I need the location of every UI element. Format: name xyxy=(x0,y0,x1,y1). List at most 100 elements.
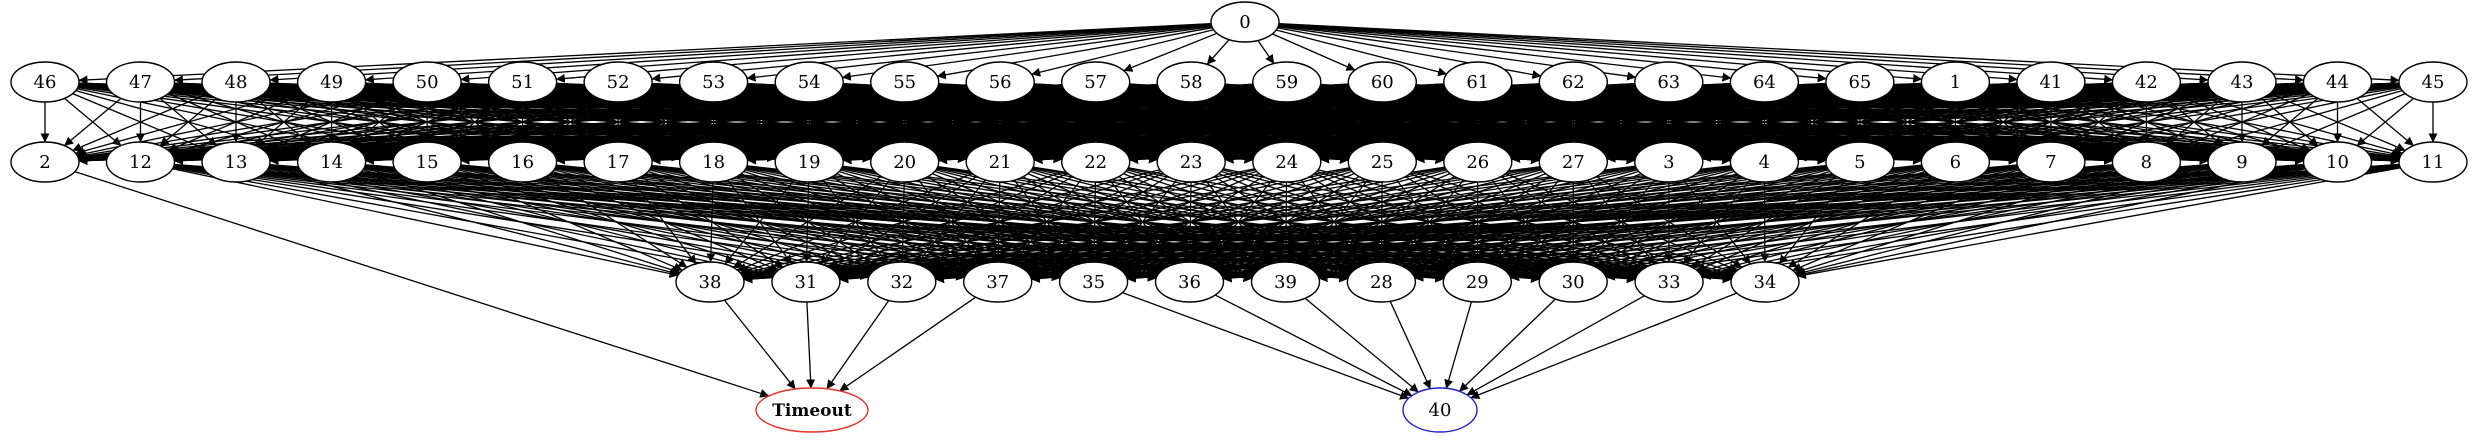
node-shape xyxy=(1154,261,1225,303)
node-51: 51 xyxy=(487,61,558,103)
edge-45-to-10 xyxy=(2356,97,2414,147)
node-label: 34 xyxy=(1754,272,1777,293)
node-label: 4 xyxy=(1759,152,1770,173)
node-shape xyxy=(1920,141,1991,183)
edge-11-to-33 xyxy=(1701,166,2401,280)
node-shape xyxy=(774,141,844,183)
edge-45-to-21 xyxy=(1033,83,2400,165)
node-label: 40 xyxy=(1429,400,1452,421)
node-31: 31 xyxy=(771,261,841,303)
node-65: 65 xyxy=(1825,61,1895,103)
node-label: 14 xyxy=(320,152,343,173)
node-label: 16 xyxy=(511,152,534,173)
node-26: 26 xyxy=(1443,141,1513,183)
node-53: 53 xyxy=(678,61,749,103)
edge-4-to-38 xyxy=(742,165,1732,282)
edge-61-to-2 xyxy=(78,83,1445,165)
node-label: 17 xyxy=(607,152,630,173)
edge-0-to-59 xyxy=(1257,40,1275,64)
edge-20-to-38 xyxy=(733,175,882,269)
node-shape xyxy=(2302,61,2373,103)
node-42: 42 xyxy=(2111,61,2182,103)
node-shape xyxy=(1729,141,1800,183)
edge-11-to-39 xyxy=(1318,164,2400,283)
node-28: 28 xyxy=(1346,261,1417,303)
node-label: 21 xyxy=(989,152,1012,173)
node-shape xyxy=(1250,261,1321,303)
node-41: 41 xyxy=(2016,61,2086,103)
node-label: 35 xyxy=(1082,272,1105,293)
edge-11-to-35 xyxy=(1126,164,2400,283)
node-label: 37 xyxy=(986,272,1009,293)
node-14: 14 xyxy=(296,141,367,183)
node-5: 5 xyxy=(1825,141,1895,183)
node-shape xyxy=(105,61,176,103)
node-shape xyxy=(1442,261,1513,303)
node-label: 49 xyxy=(320,72,343,93)
node-61: 61 xyxy=(1443,61,1513,103)
node-1: 1 xyxy=(1920,61,1991,103)
node-label: 64 xyxy=(1753,72,1776,93)
node-label: Timeout xyxy=(772,401,852,421)
node-57: 57 xyxy=(1060,61,1131,103)
node-label: 38 xyxy=(699,272,722,293)
edge-45-to-22 xyxy=(1129,83,2400,164)
node-34: 34 xyxy=(1730,261,1800,303)
node-label: 45 xyxy=(2422,72,2445,93)
node-shape xyxy=(10,141,80,183)
node-shape xyxy=(1210,1,1280,43)
edge-0-to-65 xyxy=(1278,24,1827,83)
edge-13-to-38 xyxy=(267,169,680,277)
node-50: 50 xyxy=(392,61,462,103)
node-shape xyxy=(1347,61,1418,103)
node-shape xyxy=(10,61,80,103)
edge-0-to-60 xyxy=(1272,33,1356,71)
node-label: 22 xyxy=(1084,152,1107,173)
node-shape xyxy=(678,141,749,183)
node-shape xyxy=(1634,261,1704,303)
node-label: 20 xyxy=(893,152,916,173)
edge-55-to-2 xyxy=(78,84,872,163)
node-63: 63 xyxy=(1634,61,1704,103)
node-shape xyxy=(487,141,558,183)
edge-11-to-30 xyxy=(1605,165,2400,281)
node-label: 59 xyxy=(1275,72,1298,93)
node-shape xyxy=(1347,141,1418,183)
node-46: 46 xyxy=(10,61,80,103)
node-label: 53 xyxy=(702,72,725,93)
node-label: 58 xyxy=(1180,72,1203,93)
edge-47-to-2 xyxy=(64,97,122,147)
node-33: 33 xyxy=(1634,261,1704,303)
node-shape xyxy=(1825,141,1895,183)
node-shape xyxy=(1443,141,1513,183)
node-label: 23 xyxy=(1180,152,1203,173)
node-label: 42 xyxy=(2135,72,2158,93)
edge-0-to-58 xyxy=(1206,39,1230,65)
edge-10-to-38 xyxy=(743,163,2304,284)
edge-33-to-40 xyxy=(1466,295,1645,396)
edge-54-to-2 xyxy=(78,84,776,163)
node-shape xyxy=(1825,61,1895,103)
node-label: 52 xyxy=(607,72,630,93)
node-label: 26 xyxy=(1466,152,1489,173)
edge-25-to-38 xyxy=(742,167,1350,280)
edge-11-to-28 xyxy=(1414,165,2400,282)
node-shape xyxy=(296,141,367,183)
node-shape xyxy=(1538,61,1609,103)
node-shape xyxy=(392,141,462,183)
node-label: 9 xyxy=(2236,152,2247,173)
node-shape xyxy=(870,61,940,103)
node-shape xyxy=(1920,61,1991,103)
node-13: 13 xyxy=(201,141,271,183)
node-label: 6 xyxy=(1950,152,1961,173)
node-20: 20 xyxy=(870,141,940,183)
edge-39-to-40 xyxy=(1304,297,1419,393)
edge-0-to-41 xyxy=(1278,23,2018,84)
edge-30-to-40 xyxy=(1459,298,1556,392)
node-52: 52 xyxy=(583,61,653,103)
node-shape xyxy=(1443,61,1513,103)
edge-32-to-Timeout xyxy=(826,300,890,390)
edge-48-to-2 xyxy=(72,93,209,152)
edge-65-to-2 xyxy=(78,82,1827,165)
